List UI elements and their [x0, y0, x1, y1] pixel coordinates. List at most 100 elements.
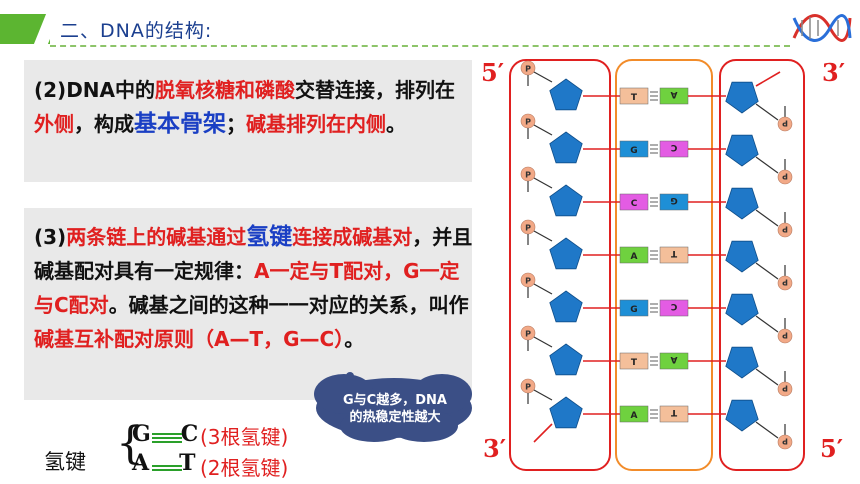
brace-icon: { — [116, 418, 144, 469]
base-left — [619, 299, 649, 317]
left-strand-box — [509, 59, 611, 471]
at-left: A — [132, 450, 150, 476]
gc-right: C — [180, 421, 199, 447]
backbone-bond-left — [533, 177, 553, 189]
sugar-right — [725, 293, 759, 326]
phosphate-right-label: P — [782, 331, 788, 340]
backbone-bond-right — [755, 262, 779, 280]
point2-text: (2)DNA中的脱氧核糖和磷酸交替连接，排列在外侧，构成基本骨架；碱基排列在内侧… — [34, 73, 474, 141]
double-bond-icon — [152, 463, 182, 473]
hydrogen-bond-label: 氢键 — [44, 450, 86, 474]
base-left — [619, 405, 649, 423]
sugar-right — [725, 134, 759, 167]
sugar-left — [549, 343, 583, 376]
point3-text-8: 。 — [344, 327, 365, 351]
sugar-right — [725, 240, 759, 273]
point2-text-8: 。 — [386, 112, 406, 136]
phosphate-left-label: P — [525, 383, 531, 392]
point3-highlight-1: 两条链上的碱基通过 — [66, 225, 247, 249]
base-left — [619, 140, 649, 158]
label-3-prime-bottom: 3′ — [483, 434, 507, 463]
base-left-label: G — [630, 305, 637, 315]
point2-text-6: ； — [226, 112, 246, 136]
right-strand-box — [719, 59, 805, 471]
backbone-bond-left — [533, 230, 553, 242]
phosphate-right-label: P — [782, 384, 788, 393]
phosphate-left-label: P — [525, 118, 531, 127]
point3-highlight-base-pair: 连接成碱基对 — [292, 225, 413, 249]
base-right-label: C — [670, 142, 677, 152]
base-left-label: T — [631, 358, 638, 368]
base-left — [619, 87, 649, 105]
phosphate-right — [777, 328, 793, 344]
backbone-bond-right — [755, 156, 779, 174]
backbone-bond-left — [533, 336, 553, 348]
backbone-bond-right — [755, 368, 779, 386]
header-divider — [50, 45, 790, 47]
base-right-label: T — [670, 407, 677, 417]
phosphate-right-label: P — [782, 172, 788, 181]
sugar-right — [725, 346, 759, 379]
base-right-label: C — [670, 301, 677, 311]
backbone-bond-left — [533, 283, 553, 295]
sugar-left — [549, 131, 583, 164]
base-right-label: G — [670, 195, 677, 205]
backbone-bond-right — [755, 209, 779, 227]
base-left — [619, 193, 649, 211]
bubble-text: G与C越多，DNA 的热稳定性越大 — [324, 392, 466, 426]
label-3-prime-top: 3′ — [822, 58, 846, 87]
base-left-label: A — [631, 252, 638, 262]
base-left — [619, 246, 649, 264]
at-right: T — [179, 450, 196, 476]
point2-text-2: 交替连接，排列在 — [295, 78, 456, 102]
phosphate-right — [777, 116, 793, 132]
thought-bubble — [314, 372, 472, 442]
bubble-line-2: 的热稳定性越大 — [349, 410, 441, 425]
point3-text-4: ，并且碱基配对具有一定规律： — [34, 225, 473, 283]
base-left-label: G — [630, 146, 637, 156]
phosphate-right-label: P — [782, 225, 788, 234]
phosphate-left-label: P — [525, 277, 531, 286]
point2-prefix: (2)DNA中的 — [34, 78, 156, 102]
phosphate-right-label: P — [782, 119, 788, 128]
point3-highlight-pairing-rule: A一定与T配对，G一定与C配对 — [34, 259, 460, 317]
phosphate-left-label: P — [525, 171, 531, 180]
phosphate-right — [777, 222, 793, 238]
backbone-bond-right — [755, 421, 779, 439]
dna-logo-icon — [792, 14, 852, 42]
phosphate-right-label: P — [782, 278, 788, 287]
base-left — [619, 352, 649, 370]
sugar-left — [549, 184, 583, 217]
point3-text: (3)两条链上的碱基通过氢键连接成碱基对，并且碱基配对具有一定规律：A一定与T配… — [34, 220, 474, 356]
gc-left: G — [132, 421, 151, 447]
base-right-label: T — [670, 248, 677, 258]
phosphate-right — [777, 169, 793, 185]
base-left-label: T — [631, 93, 638, 103]
point2-highlight-bases-inside: 碱基排列在内侧 — [246, 112, 386, 136]
phosphate-right — [777, 275, 793, 291]
strand-end-right — [755, 71, 781, 87]
sugar-left — [549, 78, 583, 111]
gc-bond-note: (3根氢键) — [200, 425, 289, 449]
sugar-left — [549, 237, 583, 270]
phosphate-left-label: P — [525, 224, 531, 233]
base-left-label: C — [631, 199, 638, 209]
sugar-right — [725, 187, 759, 220]
at-bond-note: (2根氢键) — [200, 456, 289, 480]
base-left-label: A — [631, 411, 638, 421]
point2-text-4: ，构成 — [74, 112, 134, 136]
sugar-right — [725, 399, 759, 432]
section-title: 二、DNA的结构: — [60, 20, 213, 42]
point2-highlight-backbone-parts: 脱氧核糖和磷酸 — [155, 78, 296, 102]
bubble-line-1: G与C越多，DNA — [343, 393, 447, 408]
backbone-bond-right — [755, 315, 779, 333]
point2-highlight-outside: 外侧 — [34, 112, 74, 136]
phosphate-left-label: P — [525, 330, 531, 339]
base-right-label: A — [670, 89, 677, 99]
phosphate-right — [777, 434, 793, 450]
point2-highlight-basic-skeleton: 基本骨架 — [134, 111, 226, 137]
point3-prefix: (3) — [34, 225, 67, 249]
